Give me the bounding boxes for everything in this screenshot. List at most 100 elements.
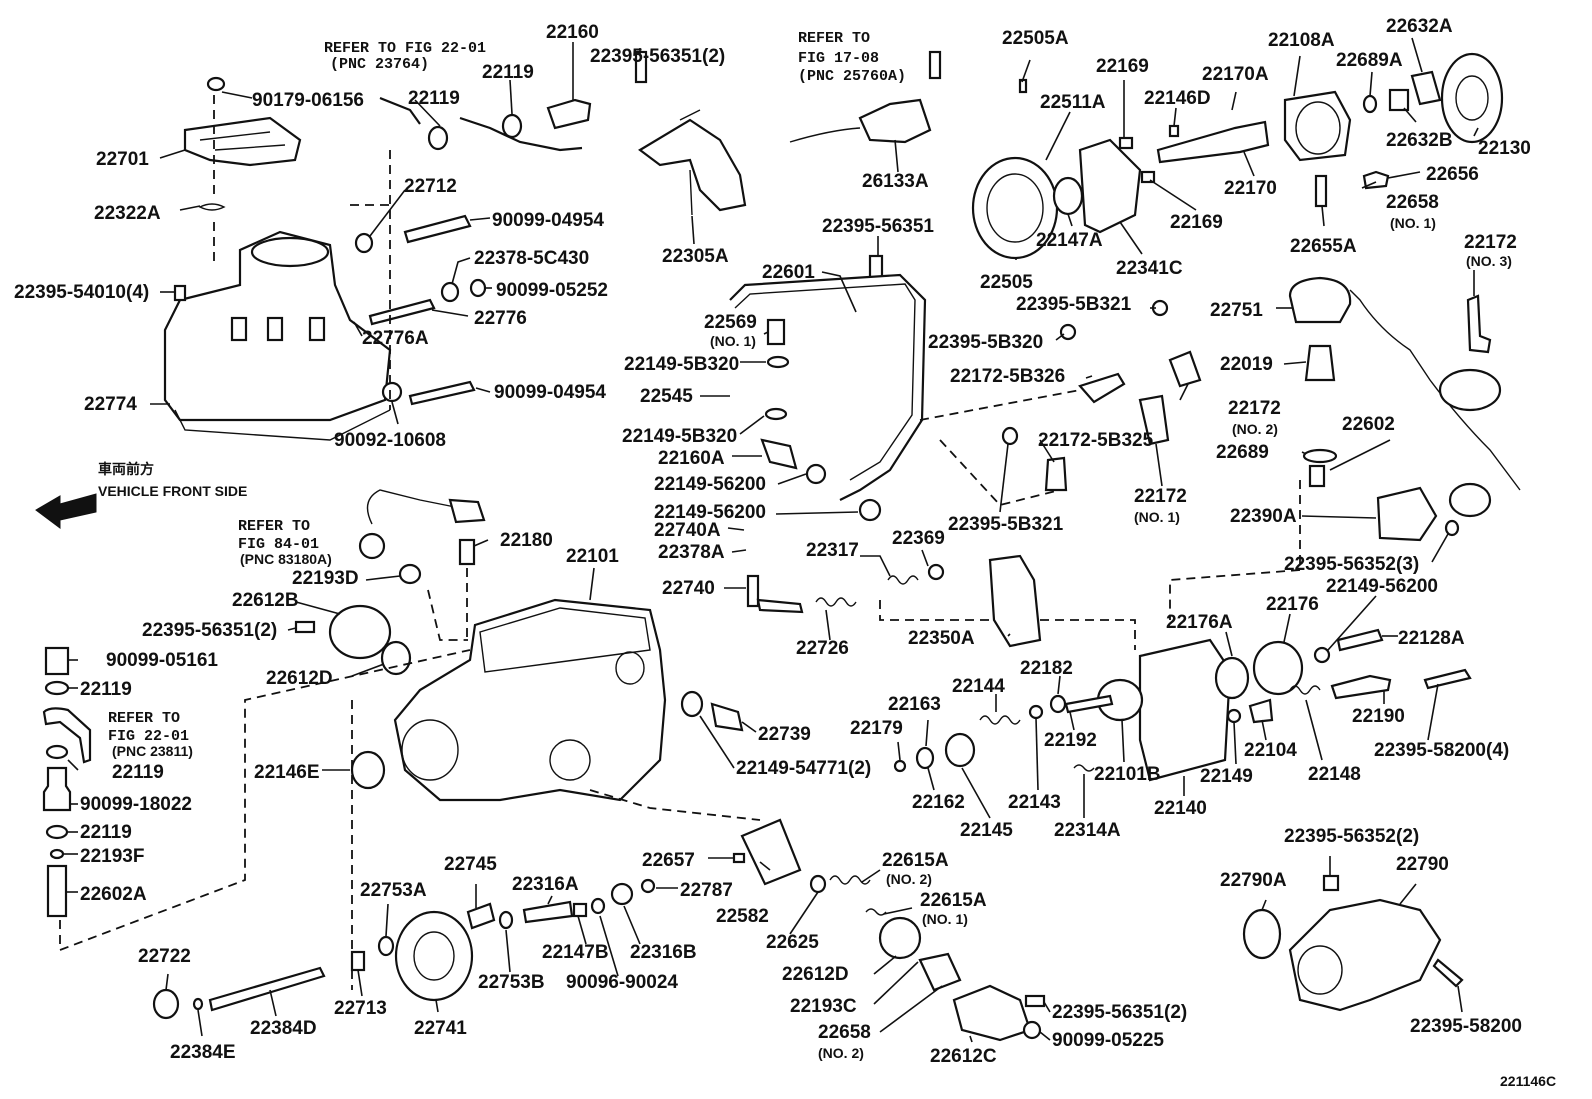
leader-dash [59,649,471,990]
sensor [1438,368,1502,412]
label-90092-10608: 90092-10608 [334,430,446,451]
label-22108A: 22108A [1268,30,1335,51]
label-22545: 22545 [640,386,693,407]
label-22384D: 22384D [250,1018,317,1039]
washer-22625 [809,874,827,894]
label-22119-c: 22119 [80,679,132,700]
label-ref-84-01-a: REFER TO [238,518,310,535]
cover-22612C [952,984,1032,1042]
label-22149-56200-a: 22149-56200 [654,474,766,495]
label-22192: 22192 [1044,730,1097,751]
label-22193F: 22193F [80,846,144,867]
seal-22147B [572,902,588,918]
bolt-90099-04954 [403,214,472,244]
nut-90099-05225 [1022,1020,1042,1040]
label-22160A: 22160A [658,448,725,469]
bracket-detail [199,131,286,151]
label-22689: 22689 [1216,442,1269,463]
oring-22149-54771 [680,690,704,718]
washer-22787 [640,878,656,894]
label-22740A: 22740A [654,520,721,541]
label-ref-84-01-b: FIG 84-01 [238,536,319,553]
label-22172-no3-sub: (NO. 3) [1466,253,1512,269]
label-22172-no2: 22172 [1228,398,1281,419]
housing-base [174,409,391,441]
label-22101: 22101 [566,546,619,567]
screw-22395-58200 [1432,958,1464,988]
sensor-22180 [458,538,476,566]
label-22170: 22170 [1224,178,1277,199]
banjo-22160A [760,438,798,470]
label-22395-56351-2-top: 22395-56351(2) [590,46,725,67]
key-22169 [1118,136,1134,150]
housing-22101 [393,598,667,802]
label-22395-58200-4: 22395-58200(4) [1374,740,1509,761]
label-22172-no1: 22172 [1134,486,1187,507]
washer-22689 [1302,448,1338,464]
pipe-ref [379,96,421,125]
label-22172-no1-sub: (NO. 1) [1134,509,1180,525]
pin-22655A [1314,174,1328,208]
nut-22722 [152,988,180,1020]
bushing-22146E [350,750,386,790]
label-22602A: 22602A [80,884,147,905]
label-22143: 22143 [1008,792,1061,813]
pipe [459,116,583,152]
bolt-22395-56352 [1444,519,1460,537]
label-22612C: 22612C [930,1046,997,1067]
label-22314A: 22314A [1054,820,1121,841]
wire [789,127,861,143]
cover-coil [1297,945,1343,995]
oring-90096 [590,897,606,915]
part-labels: 90179-06156 22701 22322A 22395-54010(4) … [14,16,1556,1089]
label-22147B: 22147B [542,942,609,963]
spring-22314A [1073,764,1095,772]
label-22160: 22160 [546,22,599,43]
spacer-22658-no2 [918,952,962,992]
label-ref-22-01-left-pnc: (PNC 23811) [112,743,193,759]
washer-22119e [45,824,69,840]
leader-dash [919,389,1081,507]
valve-22390A [1376,486,1438,542]
spring-22144 [979,715,1021,725]
label-22658-no1: 22658 [1386,192,1439,213]
wire-ref84 [366,489,461,525]
label-22569-no1: (NO. 1) [710,333,756,349]
label-22378-5C430: 22378-5C430 [474,248,589,269]
label-90096-90024: 90096-90024 [566,972,678,993]
label-22182: 22182 [1020,658,1073,679]
washer-22689A [1362,94,1378,114]
label-22119-a: 22119 [408,88,460,109]
arrow-left-icon [35,493,97,529]
leader-dash [350,150,391,410]
housing-top [250,236,330,268]
label-22147A: 22147A [1036,230,1103,251]
label-22149-56200-b: 22149-56200 [654,502,766,523]
label-90099-05225: 90099-05225 [1052,1030,1164,1051]
label-22176: 22176 [1266,594,1319,615]
washer-22753A [377,935,395,957]
washer-22119d [45,744,69,760]
label-22119-d: 22119 [112,762,164,783]
leader-dash [589,789,761,821]
label-90099-05252: 90099-05252 [496,280,608,301]
nut-90099-05252 [469,278,487,298]
nut-22369 [927,563,945,581]
label-ref-22-01-left-a: REFER TO [108,710,180,727]
label-22130: 22130 [1478,138,1531,159]
key-22169b [1140,170,1156,184]
parts-artwork [35,50,1521,1042]
bolt-22569 [766,318,786,346]
oring-22612D [380,640,412,676]
label-22395-5B321-a: 22395-5B321 [1016,294,1132,315]
label-22146E: 22146E [254,762,320,783]
label-22179: 22179 [850,718,903,739]
label-22615A-no2-sub: (NO. 2) [886,871,932,887]
label-22176A: 22176A [1166,612,1233,633]
oring-22790A [1242,908,1282,960]
label-22190: 22190 [1352,706,1405,727]
housing-stud [230,316,248,342]
label-ref-17-08-b: FIG 17-08 [798,50,879,67]
leader-dash [1169,480,1301,620]
plunger-22192 [1064,694,1114,714]
